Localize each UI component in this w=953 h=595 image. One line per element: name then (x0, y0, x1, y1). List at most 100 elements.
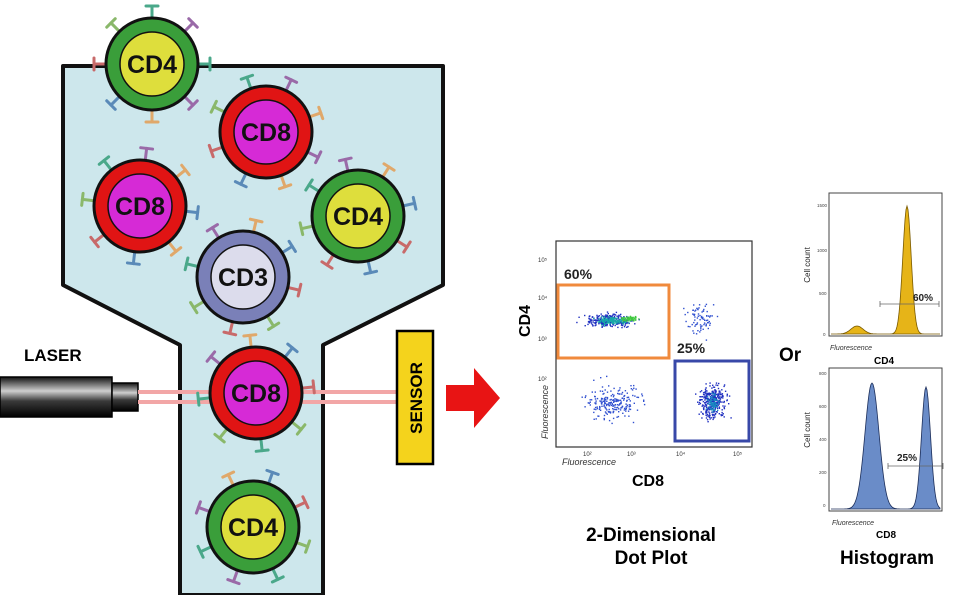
dot-plot-point (593, 319, 595, 321)
dot-plot-point (610, 318, 612, 320)
dot-plot-point (706, 398, 708, 400)
receptor-icon (180, 163, 191, 177)
dot-plot-point (717, 384, 719, 387)
dot-plot-point (601, 324, 603, 326)
dot-plot-point (711, 411, 714, 413)
dot-plot-point (628, 406, 630, 408)
dot-plot-point (610, 395, 612, 397)
dot-plot-point (623, 326, 626, 328)
dot-plot-point (635, 388, 637, 390)
dot-plot-point (627, 396, 630, 398)
dot-plot-point (587, 402, 589, 404)
dot-plot-point (704, 402, 706, 404)
dot-plot-point (629, 400, 631, 402)
dot-plot-point (606, 318, 608, 320)
dot-plot-point (710, 405, 712, 408)
dot-plot-point (705, 405, 708, 407)
dot-plot-point (594, 322, 597, 325)
dot-plot-point (612, 317, 614, 319)
dot-plot-point (719, 401, 722, 403)
dot-plot-point (712, 402, 714, 404)
dot-plot-point (594, 319, 596, 321)
dot-plot-point (623, 407, 626, 410)
dot-plot-point (604, 411, 607, 413)
dot-plot-point (708, 406, 710, 408)
dot-plot-point (593, 411, 595, 414)
dot-plot-point (711, 315, 713, 317)
dot-plot-point (715, 397, 717, 399)
dot-plot-point (600, 401, 602, 403)
dot-plot-point (708, 392, 711, 394)
dot-plot-point (600, 317, 602, 319)
dot-plot-point (588, 318, 591, 320)
dot-plot-point (612, 314, 614, 317)
dot-plot-caption-line1: 2-Dimensional (586, 525, 716, 546)
histogram-cd8-ytick: 800 (819, 371, 827, 376)
dot-plot-point (603, 414, 606, 417)
dot-plot-point (621, 406, 623, 409)
dot-plot-point (591, 319, 593, 321)
dot-plot-point (721, 401, 723, 403)
dot-plot-point (712, 407, 715, 409)
dot-plot-point (617, 390, 620, 392)
dot-plot-point (629, 315, 632, 318)
dot-plot-point (714, 405, 716, 408)
receptor-icon (226, 578, 241, 586)
dot-plot-point (711, 413, 714, 416)
dot-plot-point (718, 407, 721, 409)
dot-plot-point (715, 411, 717, 413)
dot-plot-point (597, 321, 599, 323)
dot-plot-point (619, 403, 621, 406)
receptor-icon (301, 495, 310, 510)
dot-plot-point (708, 403, 710, 405)
dot-plot-point (621, 391, 624, 394)
dot-plot-point (608, 402, 610, 404)
dot-plot-point (604, 319, 606, 321)
dot-plot-point (693, 304, 695, 306)
dot-plot-point (712, 414, 714, 417)
dot-plot-point (704, 405, 706, 408)
dot-plot-point (628, 317, 630, 320)
dot-plot-point (703, 322, 706, 324)
dot-plot-point (697, 330, 699, 332)
dot-plot-point (603, 405, 605, 407)
dot-plot-point (703, 308, 705, 311)
histogram-cd4-percent: 60% (913, 293, 933, 304)
dot-plot-point (588, 322, 591, 324)
dot-plot-point (713, 393, 715, 395)
dot-plot-point (618, 321, 621, 324)
dot-plot-point (618, 323, 620, 325)
cell-label: CD8 (231, 380, 281, 408)
dot-plot-point (721, 411, 723, 414)
receptor-icon (80, 191, 85, 207)
dot-plot-point (705, 409, 707, 411)
dot-plot-point (612, 405, 614, 407)
dot-plot-point (626, 404, 628, 406)
dot-plot-point (623, 318, 625, 320)
dot-plot-point (605, 398, 607, 401)
histogram-cd4-ytick: 1500 (817, 203, 828, 208)
dot-plot-point (694, 316, 696, 318)
dot-plot-point (692, 330, 694, 332)
dot-plot-point (616, 407, 618, 409)
sensor-box: SENSOR (395, 329, 435, 466)
dot-plot-point (718, 402, 720, 404)
x-tick: 10⁵ (733, 451, 743, 458)
dot-plot-point (719, 398, 722, 400)
dot-plot-point (629, 316, 632, 319)
gate-cd4 (556, 283, 671, 360)
dot-plot-point (596, 316, 599, 319)
dot-plot-point (712, 391, 714, 394)
dot-plot-point (596, 407, 599, 410)
dot-plot-point (723, 385, 725, 388)
dot-plot-point (692, 309, 694, 311)
dot-plot-point (622, 320, 624, 322)
dot-plot-point (685, 320, 687, 323)
dot-plot-point (717, 395, 719, 397)
dot-plot-point (712, 397, 714, 399)
histogram-cd4-ytick: 0 (823, 332, 826, 337)
dot-plot-point (605, 403, 608, 405)
histogram-cd8-marker: CD8 (876, 530, 896, 541)
cell-nucleus (325, 183, 391, 249)
dot-plot-point (705, 410, 708, 412)
